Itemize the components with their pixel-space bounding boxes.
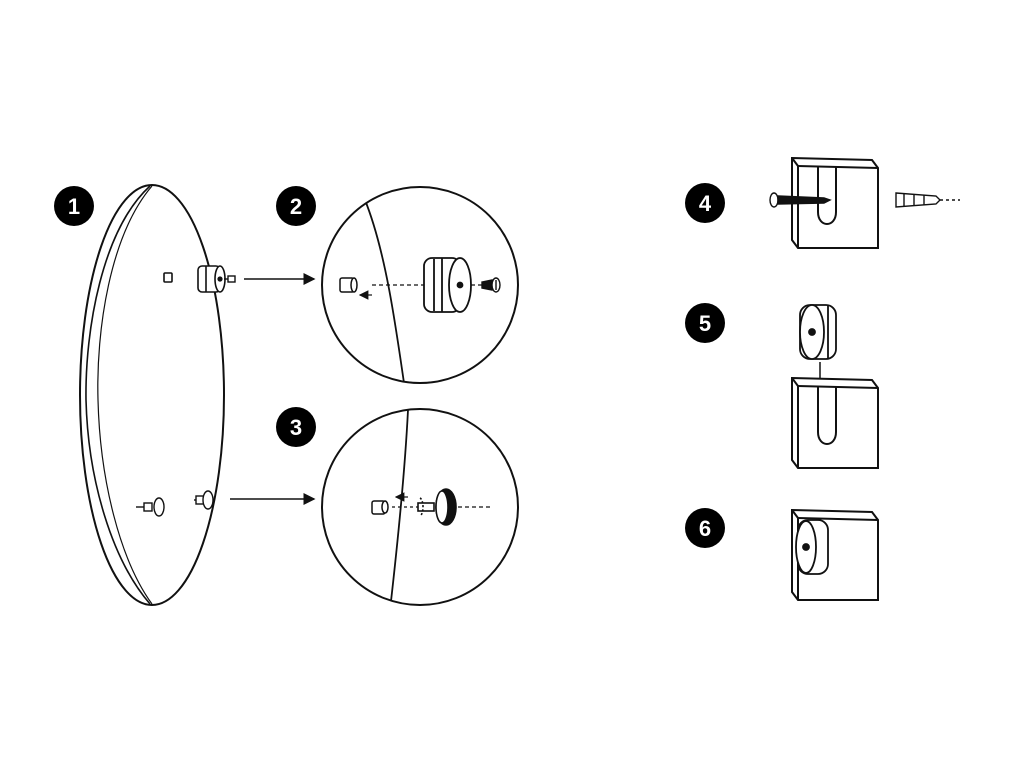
step-2-badge: 2 [276, 186, 316, 226]
panel-peg-top [163, 272, 173, 283]
panel-spacer-top [197, 265, 226, 293]
svg-text:2: 2 [290, 194, 302, 219]
detail-circle-2 [321, 186, 519, 384]
svg-text:6: 6 [699, 516, 711, 541]
screw-detail [481, 277, 501, 293]
svg-text:4: 4 [699, 191, 712, 216]
wall-plug-step-4 [895, 192, 960, 208]
step-1-badge: 1 [54, 186, 94, 226]
mirror-panel [79, 184, 225, 606]
spacer-in-bracket-step-6 [795, 519, 829, 575]
panel-knob-left [136, 497, 165, 517]
peg-detail [339, 277, 358, 293]
detail-circle-3 [321, 408, 519, 606]
bracket-step-4 [791, 156, 879, 249]
svg-text:1: 1 [68, 194, 80, 219]
svg-text:3: 3 [290, 415, 302, 440]
step-3-badge: 3 [276, 407, 316, 447]
screw-step-4 [769, 192, 832, 208]
step-5-badge: 5 [685, 303, 725, 343]
spacer-disc-step-5 [799, 304, 837, 360]
panel-knob-right [194, 490, 214, 510]
bracket-step-5 [791, 376, 879, 469]
step-4-badge: 4 [685, 183, 725, 223]
panel-screw-top [224, 275, 236, 283]
spacer-disc-detail [423, 257, 472, 313]
svg-text:5: 5 [699, 311, 711, 336]
knob-detail [417, 488, 457, 526]
step-6-badge: 6 [685, 508, 725, 548]
peg-detail-3 [371, 500, 389, 515]
